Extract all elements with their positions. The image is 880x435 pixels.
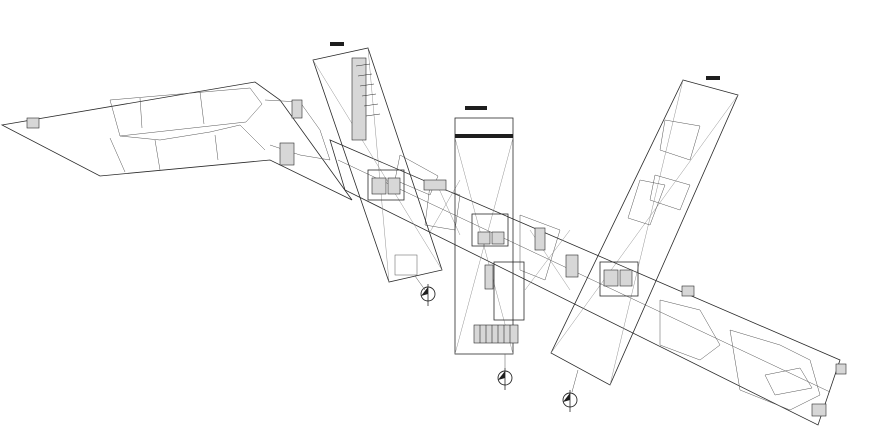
west-wing [0,81,353,201]
north-arrow [420,284,436,306]
block-b [454,106,525,390]
block-a [312,42,443,306]
scale-bar [330,42,344,46]
stair-icon [26,117,40,129]
north-arrow [562,390,578,412]
north-arrow [497,368,513,390]
scale-bar [706,76,720,80]
scale-bar [465,106,487,110]
main-corridor [329,139,847,426]
block-c [550,76,739,412]
